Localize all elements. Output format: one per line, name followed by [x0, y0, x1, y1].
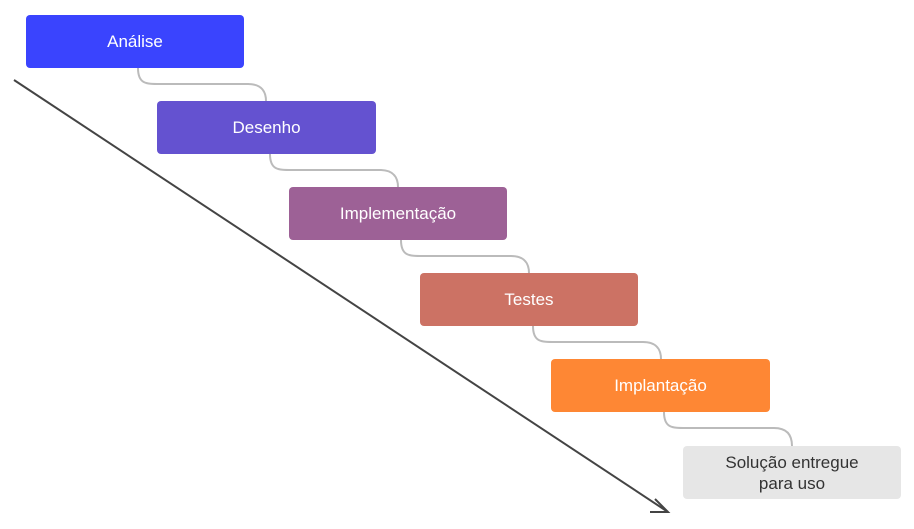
stage-implementacao: Implementação [289, 187, 507, 240]
time-arrow-head [650, 498, 671, 513]
stage-implantacao: Implantação [551, 359, 770, 412]
stage-analise: Análise [26, 15, 244, 68]
connector-testes-implantacao [532, 325, 662, 360]
connector-implementacao-testes [400, 239, 530, 274]
stage-solucao-entregue: Solução entregue para uso [683, 446, 901, 499]
connector-analise-desenho [137, 67, 267, 102]
connector-desenho-implementacao [269, 153, 399, 188]
connector-implantacao-solucao [663, 411, 793, 447]
time-arrow [13, 79, 671, 513]
connectors [137, 67, 793, 447]
stage-desenho: Desenho [157, 101, 376, 154]
stage-testes: Testes [420, 273, 638, 326]
time-arrow-line [13, 79, 669, 513]
